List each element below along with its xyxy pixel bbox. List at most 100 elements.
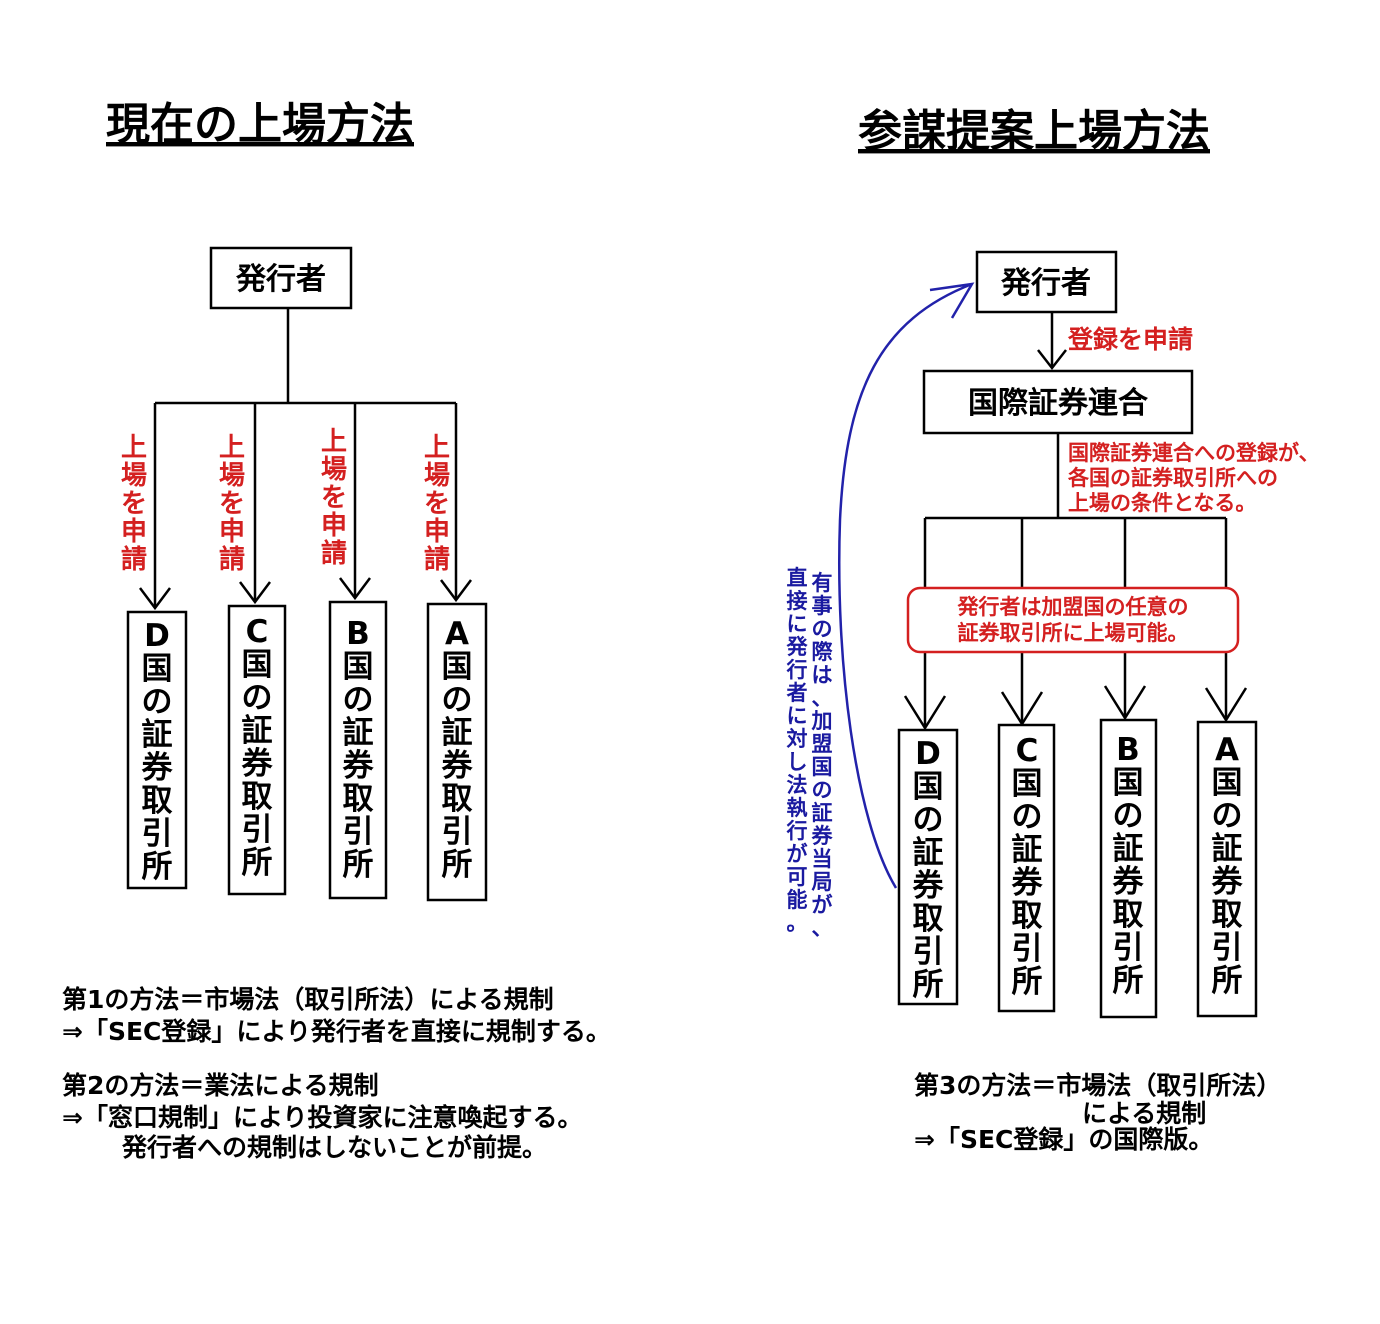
- vertical-char: 取: [343, 781, 374, 817]
- vertical-char: 局: [812, 870, 833, 894]
- vertical-char: B: [1116, 732, 1140, 768]
- vertical-char: 取: [1012, 898, 1043, 934]
- vertical-char: 場: [121, 461, 147, 491]
- vertical-char: 取: [142, 783, 173, 819]
- vertical-char: を: [121, 489, 147, 519]
- vertical-char: 所: [442, 847, 473, 883]
- vertical-char: 国: [242, 647, 273, 683]
- vertical-char: 引: [343, 814, 374, 850]
- vertical-char: に: [787, 704, 808, 728]
- vertical-char: 証: [1012, 832, 1043, 868]
- vertical-char: が: [812, 893, 833, 917]
- vertical-char: 当: [812, 847, 833, 871]
- vertical-char: 券: [812, 824, 834, 848]
- right-note-2: による規制: [1082, 1099, 1206, 1128]
- vertical-char: 券: [142, 750, 174, 786]
- vertical-char: に: [787, 612, 808, 636]
- vertical-char: 引: [242, 812, 273, 848]
- vertical-char: C: [246, 614, 269, 650]
- vertical-char: 事: [812, 594, 833, 618]
- left-notes: 第1の方法＝市場法（取引所法）による規制 ⇒「SEC登録」により発行者を直接に規…: [62, 985, 611, 1162]
- enforcement-arrow: [837, 282, 975, 889]
- vertical-char: 取: [913, 901, 944, 937]
- vertical-char: 所: [1113, 963, 1144, 999]
- vertical-char: 引: [1012, 931, 1043, 967]
- vertical-char: 証: [913, 835, 944, 871]
- vertical-char: 。: [787, 911, 808, 935]
- vertical-char: 、: [812, 916, 833, 940]
- vertical-char: は: [812, 663, 833, 687]
- left-issuer-box: [209, 246, 353, 310]
- vertical-char: D: [144, 618, 170, 654]
- left-note-3: 第2の方法＝業法による規制: [62, 1071, 379, 1100]
- vertical-char: A: [1215, 732, 1239, 768]
- vertical-char: D: [915, 736, 941, 772]
- vertical-char: 際: [812, 640, 834, 664]
- vertical-char: 引: [913, 934, 944, 970]
- vertical-char: の: [1113, 798, 1144, 834]
- vertical-char: の: [1012, 799, 1043, 835]
- vertical-char: 行: [786, 819, 808, 843]
- right-exchange-c-box: [997, 723, 1056, 1013]
- vertical-char: の: [442, 682, 473, 718]
- vertical-char: 国: [142, 651, 173, 687]
- vertical-char: 券: [343, 748, 375, 784]
- vertical-char: 場: [219, 461, 245, 491]
- vertical-char: 所: [1012, 964, 1043, 1000]
- vertical-char: C: [1016, 733, 1039, 769]
- vertical-char: 場: [424, 461, 450, 491]
- vertical-char: 所: [1212, 963, 1243, 999]
- vertical-char: 券: [1012, 865, 1044, 901]
- vertical-char: 能: [787, 888, 808, 912]
- vertical-char: の: [812, 617, 833, 641]
- vertical-char: 請: [424, 544, 450, 575]
- vertical-char: 請: [321, 538, 347, 569]
- vertical-char: 場: [321, 455, 347, 485]
- vertical-char: の: [142, 684, 173, 720]
- choice-line-2: 証券取引所に上場可能。: [958, 621, 1189, 645]
- vertical-char: 請: [121, 544, 147, 575]
- vertical-char: 所: [913, 967, 944, 1003]
- union-box: [922, 369, 1194, 435]
- vertical-char: 国: [442, 649, 473, 685]
- vertical-char: 申: [121, 517, 147, 547]
- vertical-char: 取: [1113, 897, 1144, 933]
- condition-text: 国際証券連合への登録が、 各国の証券取引所への 上場の条件となる。: [1067, 441, 1320, 515]
- vertical-char: 法: [787, 773, 808, 797]
- right-exchange-b-box: [1099, 718, 1158, 1019]
- vertical-char: 上: [219, 433, 245, 463]
- condition-line-1: 国際証券連合への登録が、: [1068, 441, 1320, 465]
- vertical-char: 国: [913, 769, 944, 805]
- vertical-char: 所: [242, 845, 273, 881]
- left-issuer-label: 発行者: [235, 262, 326, 297]
- vertical-char: 券: [1212, 864, 1244, 900]
- right-panel: 参謀提案上場方法 発行者 登録を申請 国際証券連合 国際証券連合への登録が、 各…: [786, 106, 1320, 1154]
- vertical-char: 証: [242, 713, 273, 749]
- vertical-char: 申: [321, 511, 347, 541]
- vertical-char: 国: [1212, 765, 1243, 801]
- vertical-char: 引: [1113, 930, 1144, 966]
- vertical-char: A: [445, 616, 469, 652]
- vertical-char: 行: [786, 658, 808, 682]
- left-exchange-d-box: [126, 610, 188, 890]
- vertical-char: の: [343, 682, 374, 718]
- choice-line-1: 発行者は加盟国の任意の: [957, 595, 1189, 619]
- vertical-char: 執: [787, 796, 808, 820]
- vertical-char: 券: [913, 868, 945, 904]
- left-note-4: ⇒「窓口規制」により投資家に注意喚起する。: [62, 1103, 582, 1132]
- right-title: 参謀提案上場方法: [858, 106, 1210, 157]
- vertical-char: し: [787, 750, 808, 774]
- vertical-char: 対: [787, 727, 808, 751]
- vertical-char: 所: [343, 847, 374, 883]
